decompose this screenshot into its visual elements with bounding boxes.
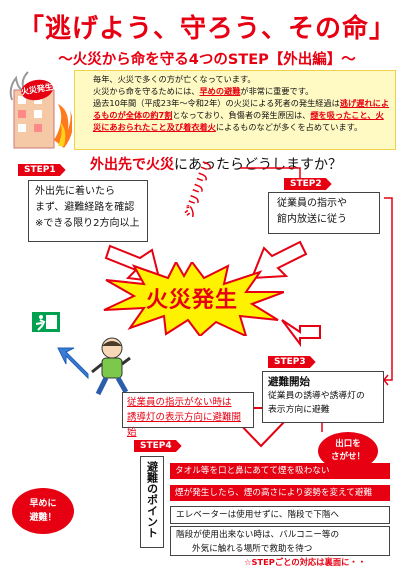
intro-info-box: 毎年、火災で多くの方が亡くなっています。 火災から命を守るためには、早めの避難が… [74, 70, 396, 150]
evacuate-early-bubble: 早めに 避難！ [12, 488, 74, 534]
running-person-icon [91, 337, 131, 396]
early-evacuation-emphasis: 早めの避難 [199, 86, 241, 96]
step2-box: 従業員の指示や 館内放送に従う [268, 192, 380, 234]
footer-note: ☆STEPごとの対応は裏面に・・ [244, 557, 367, 567]
step2-tag: STEP2 [284, 178, 332, 190]
step4-tag: STEP4 [134, 440, 182, 452]
fire-occurs-label: 火災発生 [145, 288, 238, 313]
tip-posture: 煙が発生したら、煙の高さにより姿勢を変えて避難 [170, 485, 390, 501]
step1-tag: STEP1 [18, 164, 66, 176]
blue-arrow-icon [57, 347, 89, 380]
step3-tag: STEP3 [268, 356, 316, 368]
step3-box: 避難開始 従業員の誘導や誘導灯の 表示方向に避難 [262, 371, 384, 423]
evacuation-start-heading: 避難開始 [268, 376, 310, 388]
no-instruction-note: 従業員の指示がない時は 誘導灯の表示方向に避難開始 [122, 392, 254, 438]
page-title: 「逃げよう、守ろう、その命」 [17, 14, 396, 44]
page-subtitle: ～火災から命を守る4つのSTEP【外出編】～ [58, 52, 356, 68]
emergency-exit-sign-icon [32, 312, 60, 332]
fire-burst-shape [103, 262, 284, 336]
red-arrow-icon [250, 240, 308, 280]
intro-line: 毎年、火災で多くの方が亡くなっています。 [93, 74, 256, 84]
tip-balcony: 階段が使用出来ない時は、バルコニー等の 外気に触れる場所で救助を待つ [170, 526, 390, 556]
evacuation-points-label: 避難のポイント [140, 456, 164, 548]
tip-stairs: エレベーターは使用せずに、階段で下階へ [170, 506, 390, 524]
step1-box: 外出先に着いたら まず、避難経路を確認 ※できる限り2方向以上 [28, 180, 148, 242]
tip-towel: タオル等を口と鼻にあてて煙を吸わない [170, 463, 390, 479]
